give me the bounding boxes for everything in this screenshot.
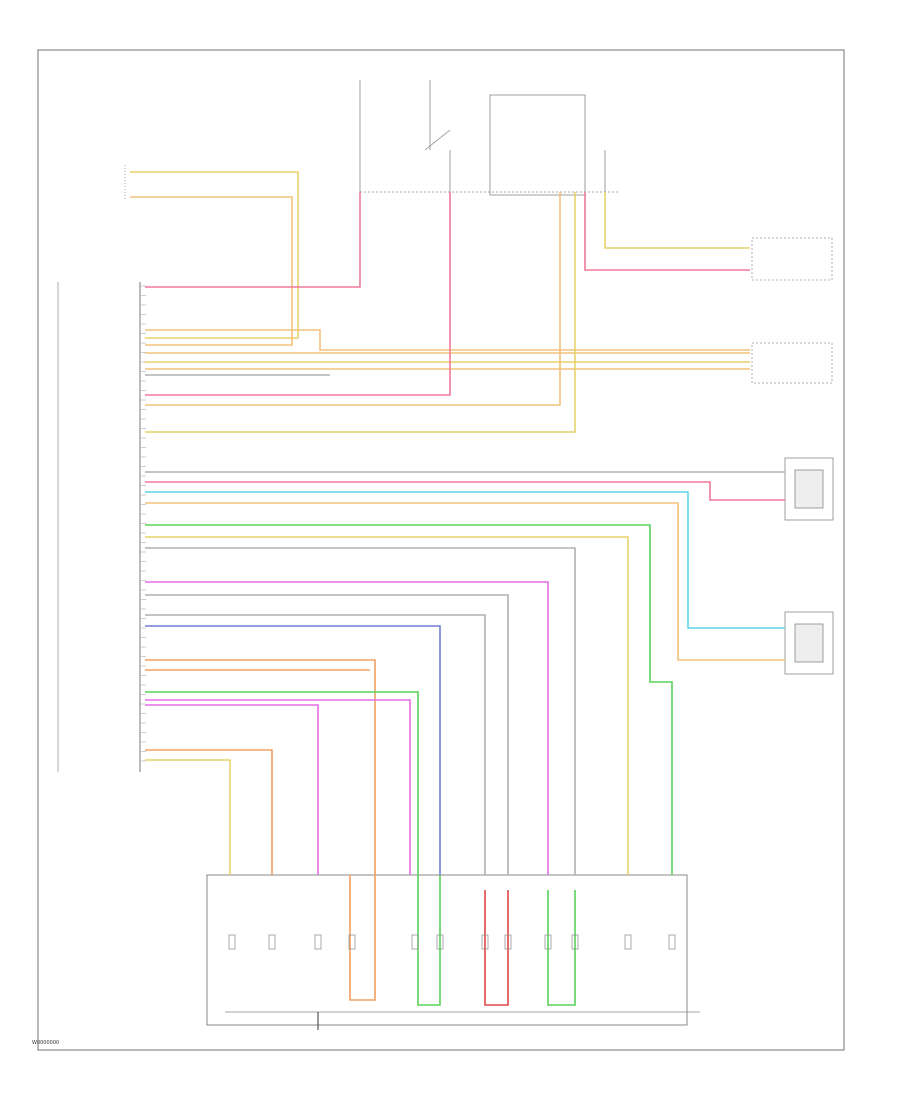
- input-speed-sensor-body: [794, 469, 824, 509]
- relay-box: [489, 94, 586, 196]
- wire-tan-ign: [145, 192, 561, 406]
- wire-red-loop: [484, 890, 509, 1006]
- solenoid-symbol: [544, 934, 552, 950]
- wire-gray-5: [145, 594, 509, 875]
- wire-magenta-12: [145, 704, 319, 875]
- diagram-frame: [37, 49, 845, 1051]
- wire-cyan-sensor: [145, 491, 785, 629]
- relay-switch: [424, 129, 451, 151]
- solenoid-symbol: [348, 934, 356, 950]
- wire-orange-13: [145, 749, 273, 875]
- wire-yellow-ckt: [145, 192, 576, 433]
- wire-yellow-14: [145, 759, 231, 875]
- wire-green-10: [145, 691, 441, 1006]
- label-group: [140, 285, 676, 950]
- solenoid-symbol: [411, 934, 419, 950]
- input-speed-sensor-box: [784, 457, 834, 521]
- output-speed-sensor-body: [794, 623, 824, 663]
- wire-gray-3: [145, 547, 576, 875]
- solenoid-symbol: [571, 934, 579, 950]
- diagram-code: W0000000: [32, 1040, 60, 1046]
- wire-orange-8: [145, 659, 376, 1001]
- wire-batt-pink: [145, 192, 361, 288]
- brake-switch-box: [751, 237, 833, 281]
- solenoid-symbol: [228, 934, 236, 950]
- wire-pink-ign: [145, 192, 451, 396]
- solenoid-symbol: [436, 934, 444, 950]
- wire-blue-7: [145, 625, 441, 875]
- wire-top-yellow-1: [130, 171, 299, 339]
- wire-pink-sensor1: [145, 481, 785, 501]
- solenoid-symbol: [504, 934, 512, 950]
- solenoid-symbol: [668, 934, 676, 950]
- solenoid-symbol: [268, 934, 276, 950]
- wire-green-1: [145, 524, 673, 875]
- solenoid-symbol: [624, 934, 632, 950]
- wire-magenta-11: [145, 699, 411, 875]
- solenoid-symbol: [481, 934, 489, 950]
- ecm-connector-box: [751, 342, 833, 384]
- wire-brake-yellow: [604, 192, 750, 249]
- wire-magenta-4: [145, 581, 549, 875]
- wire-brake-pink: [584, 192, 750, 271]
- output-speed-sensor-box: [784, 611, 834, 675]
- control-solenoid-assembly: [206, 874, 688, 1026]
- wire-group: [130, 171, 785, 1006]
- wire-green-loop: [547, 890, 576, 1006]
- wire-tan-sensor: [145, 502, 785, 661]
- wire-yellow-2: [145, 536, 629, 875]
- wire-gray-6: [145, 614, 486, 875]
- wire-tan-row1: [145, 329, 750, 351]
- solenoid-symbol: [314, 934, 322, 950]
- wire-top-tan-1: [130, 196, 293, 346]
